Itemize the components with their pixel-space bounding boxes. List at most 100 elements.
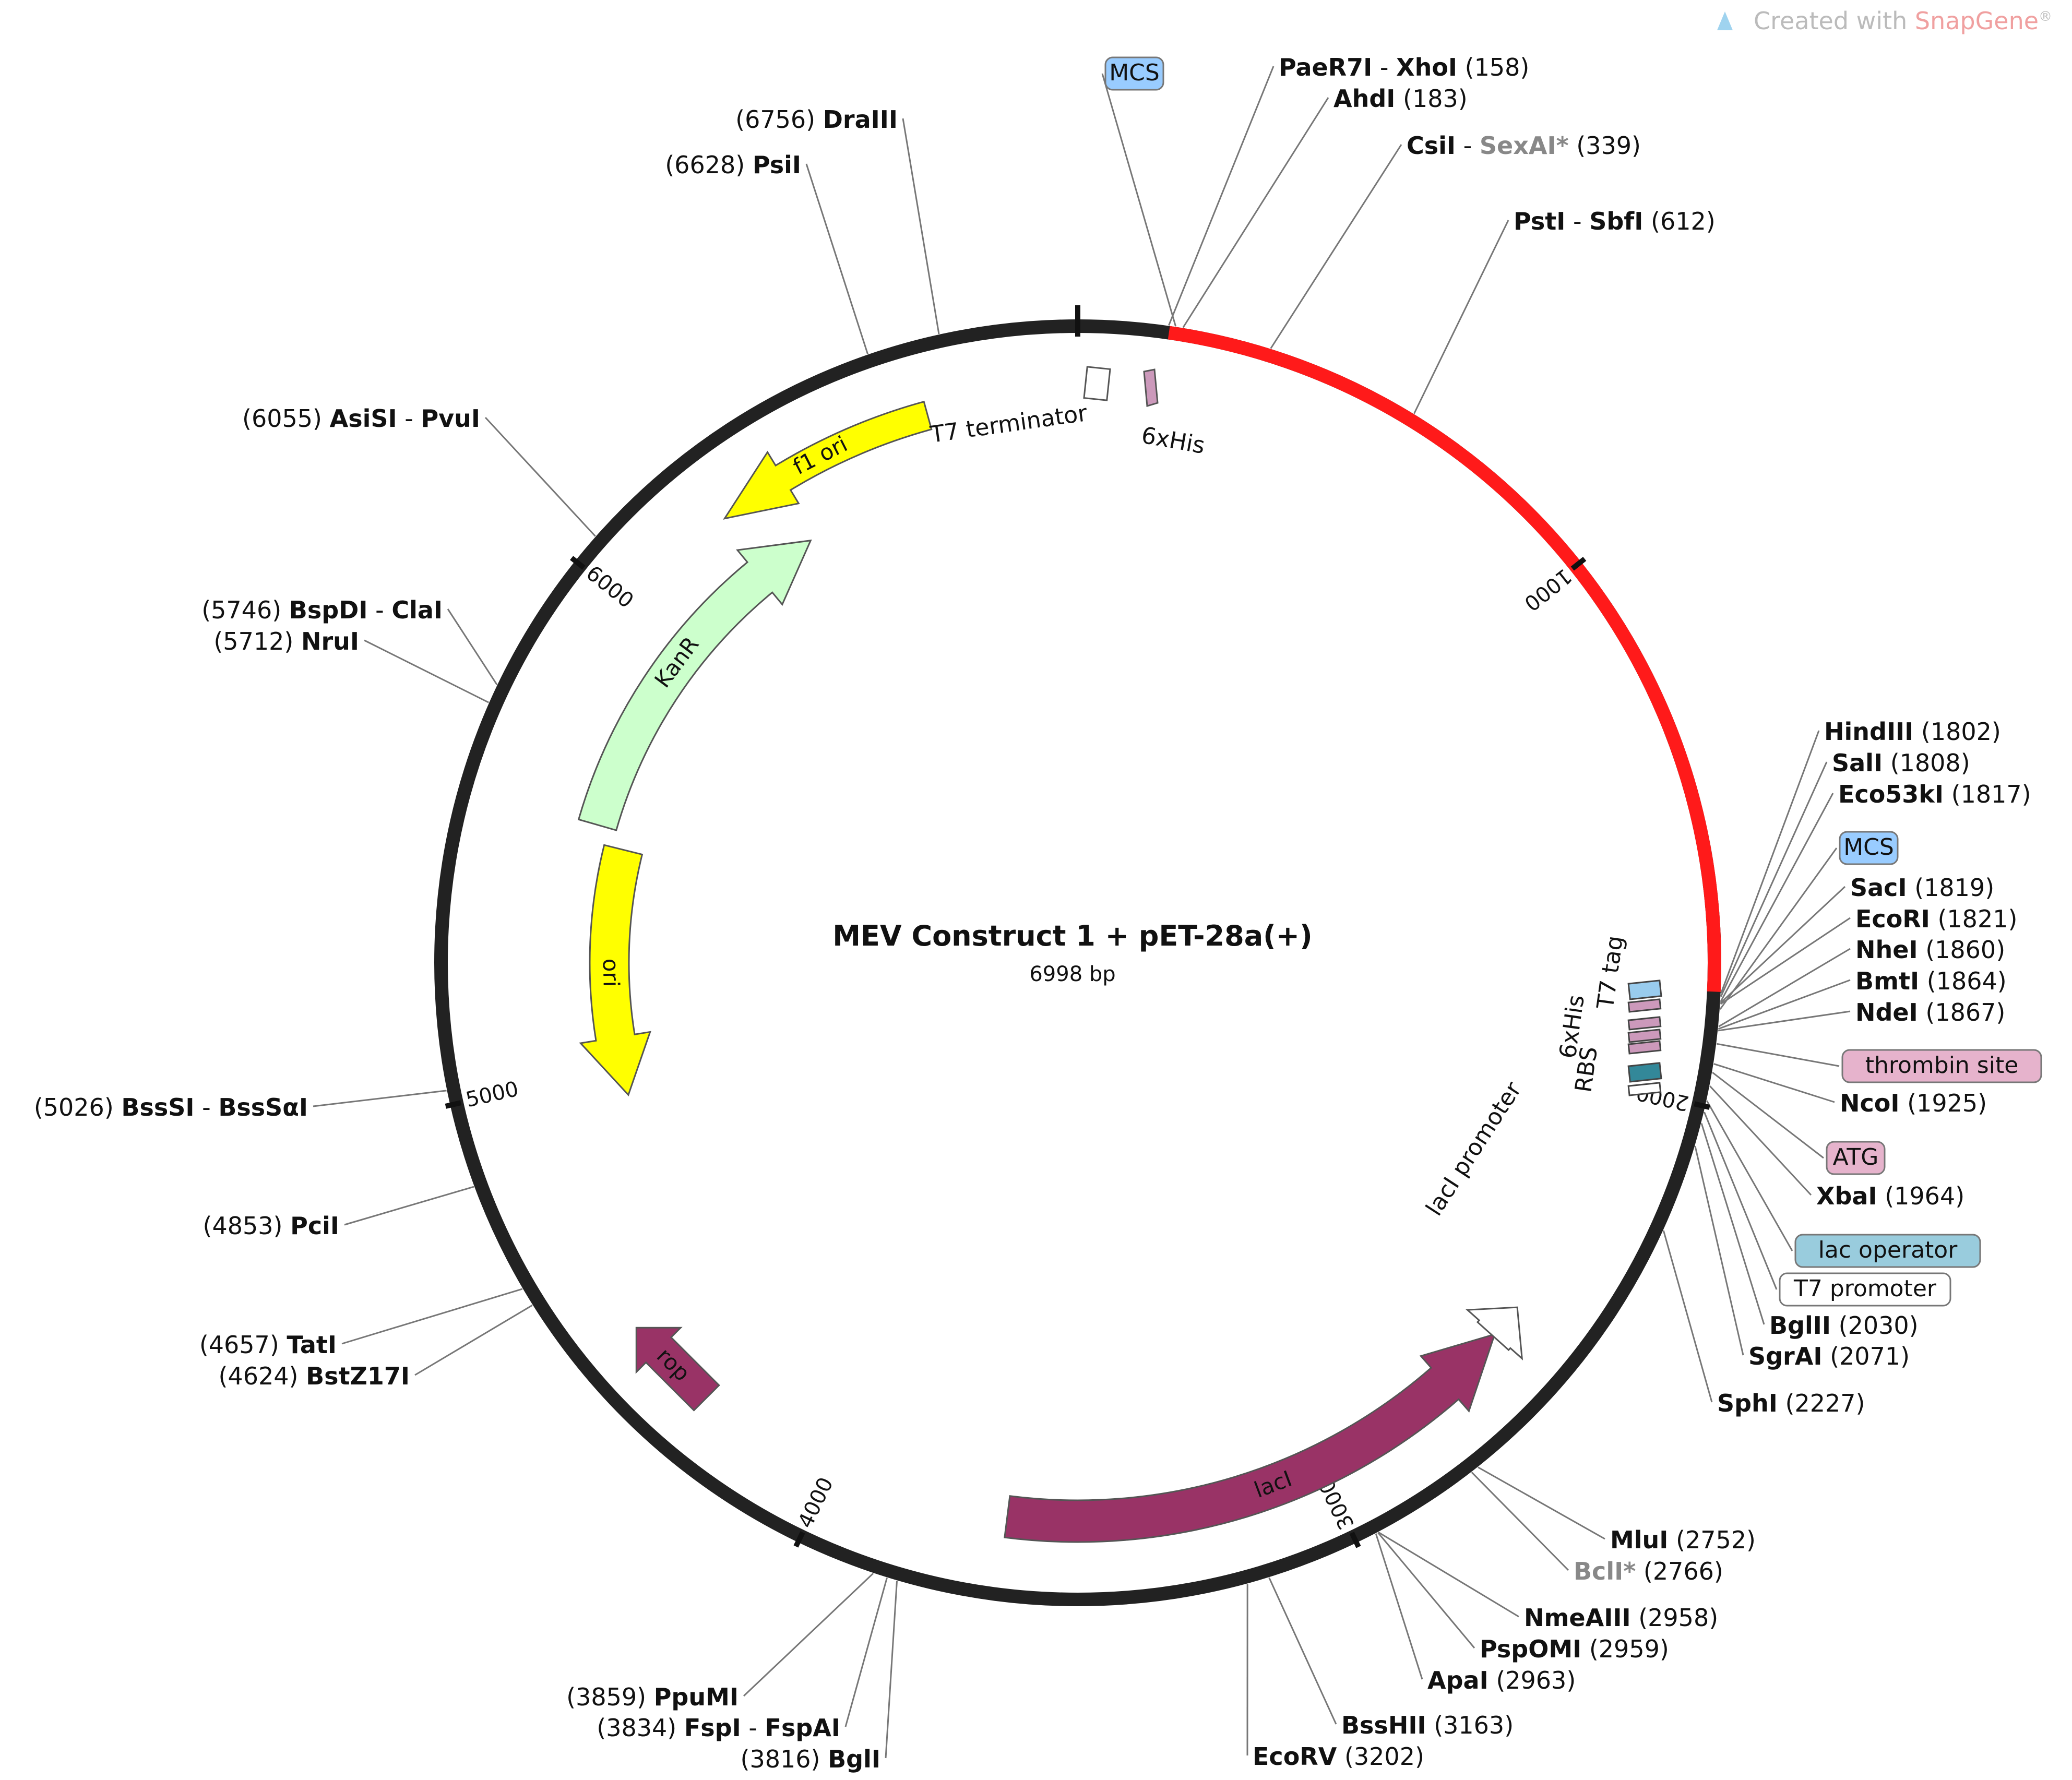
enzyme-label: NmeAIII (2958): [1524, 1604, 1718, 1632]
watermark-brand: SnapGene: [1915, 7, 2039, 35]
enzyme-label-part: SalI: [1832, 749, 1883, 777]
enzyme-label-part: -: [367, 596, 391, 624]
enzyme-label-part: DraIII: [823, 105, 898, 134]
small-feature-mark: [1627, 1040, 1662, 1055]
enzyme-label-part: EcoRV: [1253, 1742, 1337, 1771]
enzyme-label: BmtI (1864): [1855, 967, 2007, 995]
enzyme-label: (5026) BssSI - BssSαI: [34, 1093, 308, 1121]
enzyme-leader: [1700, 1123, 1765, 1325]
enzyme-label-part: (1864): [1927, 967, 2007, 995]
enzyme-leader: [1713, 1063, 1835, 1103]
small-feature-label: T7 tag: [1592, 934, 1628, 1011]
enzyme-label-part: BstZ17I: [306, 1362, 410, 1390]
lacI-promoter-label: lacI promoter: [1421, 1077, 1527, 1221]
enzyme-leader: [447, 608, 498, 685]
enzyme-label-part: BssHII: [1341, 1711, 1426, 1739]
enzyme-label-part: AsiSI: [330, 404, 397, 433]
enzyme-label-part: EcoRI: [1855, 905, 1930, 933]
enzyme-label: SphI (2227): [1717, 1389, 1865, 1417]
enzyme-leader: [1377, 1532, 1475, 1648]
6xhis-top-label: 6xHis: [1139, 422, 1207, 459]
enzyme-leader: [902, 118, 940, 335]
enzyme-leader: [1720, 761, 1828, 997]
enzyme-label: Eco53kI (1817): [1838, 780, 2031, 808]
enzyme-label-part: CsiI: [1407, 132, 1456, 160]
6xhis-top-marker: [1143, 368, 1159, 407]
snapgene-logo-icon: [1717, 11, 1733, 30]
enzyme-label-part: (1819): [1914, 874, 1994, 902]
enzyme-label: BclI* (2766): [1574, 1557, 1723, 1585]
enzyme-label: BssHII (3163): [1341, 1711, 1514, 1739]
tick-label: 4000: [793, 1474, 838, 1532]
enzyme-label-part: (1802): [1921, 718, 2001, 746]
watermark-mark: ®: [2039, 9, 2052, 25]
enzyme-label-part: (3834): [597, 1714, 676, 1742]
enzyme-leader-lines: [313, 66, 1851, 1759]
enzyme-label-part: (5746): [201, 596, 281, 624]
enzyme-label: ApaI (2963): [1427, 1666, 1576, 1694]
enzyme-label-part: FspAI: [765, 1714, 840, 1742]
enzyme-label-part: PaeR7I: [1279, 53, 1372, 81]
enzyme-label-part: NmeAIII: [1524, 1604, 1631, 1632]
enzyme-label-part: -: [741, 1714, 765, 1742]
enzyme-label-part: BglII: [1769, 1311, 1831, 1340]
feature-badge: [1794, 1234, 1981, 1268]
feature-badge: [1104, 56, 1164, 91]
enzyme-leader: [1718, 1010, 1851, 1032]
enzyme-leader: [1478, 1466, 1605, 1540]
badge-leader: [1719, 847, 1838, 1010]
enzyme-label-part: -: [397, 404, 421, 433]
enzyme-label-part: ApaI: [1427, 1666, 1488, 1694]
enzyme-label: NcoI (1925): [1840, 1089, 1987, 1117]
enzyme-label: SgrAI (2071): [1748, 1342, 1910, 1370]
enzyme-leader: [1709, 1085, 1812, 1196]
feature-badge: [1841, 1049, 2042, 1083]
enzyme-label-part: BglI: [828, 1745, 880, 1773]
enzyme-label-part: (2071): [1830, 1342, 1910, 1370]
enzyme-label-part: PstI: [1514, 207, 1565, 235]
badge-leader: [1706, 1100, 1793, 1251]
tick-label: 6000: [581, 561, 638, 613]
insert-arc: [1168, 326, 1722, 992]
enzyme-label-part: (3163): [1434, 1711, 1514, 1739]
svg-text:Created with SnapGene®: Created with SnapGene®: [1754, 7, 2052, 35]
badge-leader: [1101, 73, 1177, 327]
enzyme-leader: [1182, 97, 1329, 328]
enzyme-leader: [1720, 886, 1846, 1004]
enzyme-label: (5712) NruI: [213, 627, 359, 655]
enzyme-label: PaeR7I - XhoI (158): [1279, 53, 1529, 81]
enzyme-label-part: (183): [1403, 85, 1468, 113]
enzyme-leader: [1718, 979, 1851, 1030]
feature-arrow-kanr: [577, 539, 812, 831]
enzyme-label-part: (1860): [1925, 936, 2005, 964]
feature-badge-label: ATG: [1833, 1144, 1879, 1170]
small-feature-mark: [1627, 998, 1662, 1013]
enzyme-leader: [844, 1578, 888, 1727]
enzyme-label: SacI (1819): [1850, 874, 1994, 902]
enzyme-leader: [743, 1573, 874, 1697]
enzyme-label-part: (1821): [1937, 905, 2017, 933]
enzyme-label-part: BmtI: [1855, 967, 1919, 995]
enzyme-leader: [885, 1581, 898, 1759]
tick-label: 1000: [1519, 564, 1576, 615]
enzyme-label-part: (2227): [1785, 1389, 1865, 1417]
small-feature-mark: [1627, 1062, 1662, 1083]
enzyme-label-part: XbaI: [1816, 1182, 1877, 1210]
enzyme-label-part: (1964): [1885, 1182, 1964, 1210]
t7-terminator-label: T7 terminator: [928, 400, 1089, 448]
enzyme-label-part: HindIII: [1824, 718, 1913, 746]
enzyme-label: PspOMI (2959): [1480, 1635, 1669, 1663]
enzyme-label: NdeI (1867): [1855, 998, 2005, 1026]
small-feature-mark: [1627, 1082, 1662, 1096]
enzyme-leader: [1662, 1230, 1713, 1403]
feature-badge: [1779, 1272, 1951, 1307]
enzyme-label-part: SbfI: [1589, 207, 1643, 235]
enzyme-leader: [1471, 1472, 1569, 1571]
enzyme-label-part: NruI: [301, 627, 359, 655]
enzyme-label-part: SexAI*: [1480, 132, 1569, 160]
enzyme-label: AhdI (183): [1333, 85, 1468, 113]
